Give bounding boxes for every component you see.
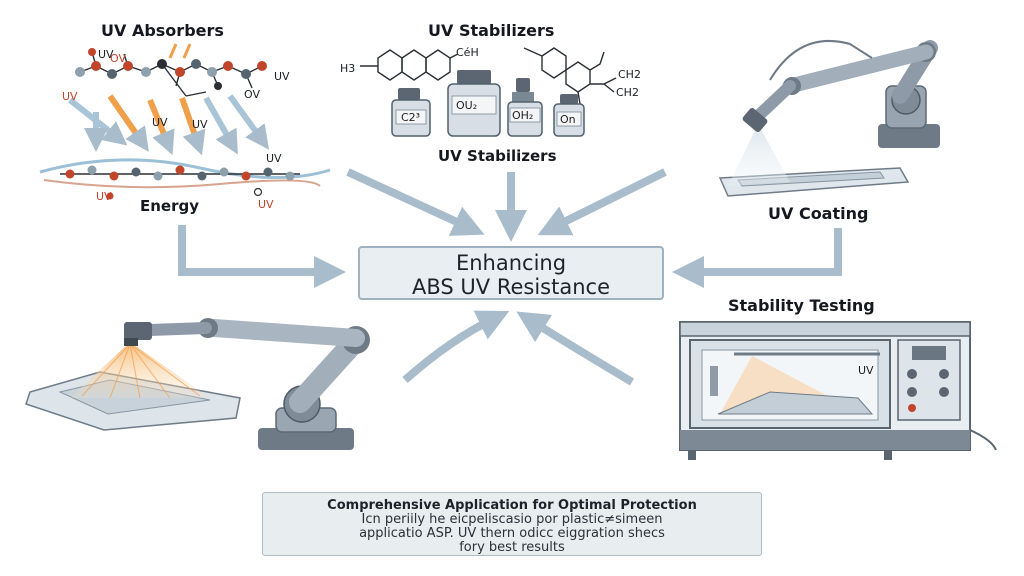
bottle-label-3: OH₂ <box>512 109 533 122</box>
coating-robot <box>718 40 940 197</box>
mark-uv-c: UV <box>274 70 290 83</box>
test-chamber <box>679 321 997 460</box>
bottle-label-4: On <box>560 113 576 126</box>
arrow-coating <box>672 228 842 288</box>
mark-ov-b: OV <box>244 88 260 101</box>
label-stability-testing: Stability Testing <box>728 296 875 315</box>
mark-uv-f: UV <box>266 152 282 165</box>
stabilizer-molecule-left <box>360 49 459 81</box>
stabilizer-molecule-right <box>523 47 617 105</box>
center-title-box: Enhancing ABS UV Resistance <box>358 246 664 300</box>
arrow-stabilizers-right <box>537 168 667 236</box>
mark-uv-a: UV <box>98 48 114 61</box>
footer-line1: Icn periily he eicpeliscasio por plastic… <box>361 512 663 527</box>
mark-ov-a: OV <box>110 52 126 65</box>
mark-ch2b: CH2 <box>616 86 639 99</box>
footer-box: Comprehensive Application for Optimal Pr… <box>262 492 762 556</box>
bottles <box>391 70 585 137</box>
mark-uv-b: UV <box>62 90 78 103</box>
footer-title: Comprehensive Application for Optimal Pr… <box>327 498 697 513</box>
mark-uv-e: UV <box>192 118 208 131</box>
arrow-testing-bottom <box>516 311 635 386</box>
mark-h3: H3 <box>340 62 355 75</box>
center-title-line2: ABS UV Resistance <box>412 275 610 299</box>
absorber-rays <box>68 43 270 156</box>
center-title-line1: Enhancing <box>455 251 567 275</box>
flow-arrows <box>178 168 842 386</box>
arrow-stabilizers-left <box>346 168 485 236</box>
label-uv-coating: UV Coating <box>768 204 869 223</box>
mark-ch2a: CH2 <box>618 68 641 81</box>
arrow-robot-bottom <box>402 310 510 383</box>
arrow-absorbers <box>178 225 346 288</box>
mark-ch3: CéH <box>456 46 479 59</box>
mark-uv-g: UV <box>96 190 112 203</box>
chamber-uv-label: UV <box>858 364 874 377</box>
absorber-atoms <box>75 48 267 90</box>
mark-uv-h: UV <box>258 198 274 211</box>
footer-line3: fory best results <box>459 540 565 555</box>
label-uv-absorbers: UV Absorbers <box>101 21 224 40</box>
energy-chain <box>39 158 331 200</box>
absorber-mark-texts: UV OV UV UV OV UV UV UV UV UV H3 CéH CH2… <box>62 46 874 377</box>
bottle-label-1: C2³ <box>401 111 420 124</box>
label-uv-stabilizers-mid: UV Stabilizers <box>438 147 557 165</box>
bottle-label-2: OU₂ <box>456 99 477 112</box>
label-energy: Energy <box>140 197 200 215</box>
footer-line2: applicatio ASP. UV thern odicc eiggratio… <box>359 526 665 541</box>
spray-robot <box>25 318 370 450</box>
label-uv-stabilizers-top: UV Stabilizers <box>428 21 555 40</box>
mark-uv-d: UV <box>152 116 168 129</box>
